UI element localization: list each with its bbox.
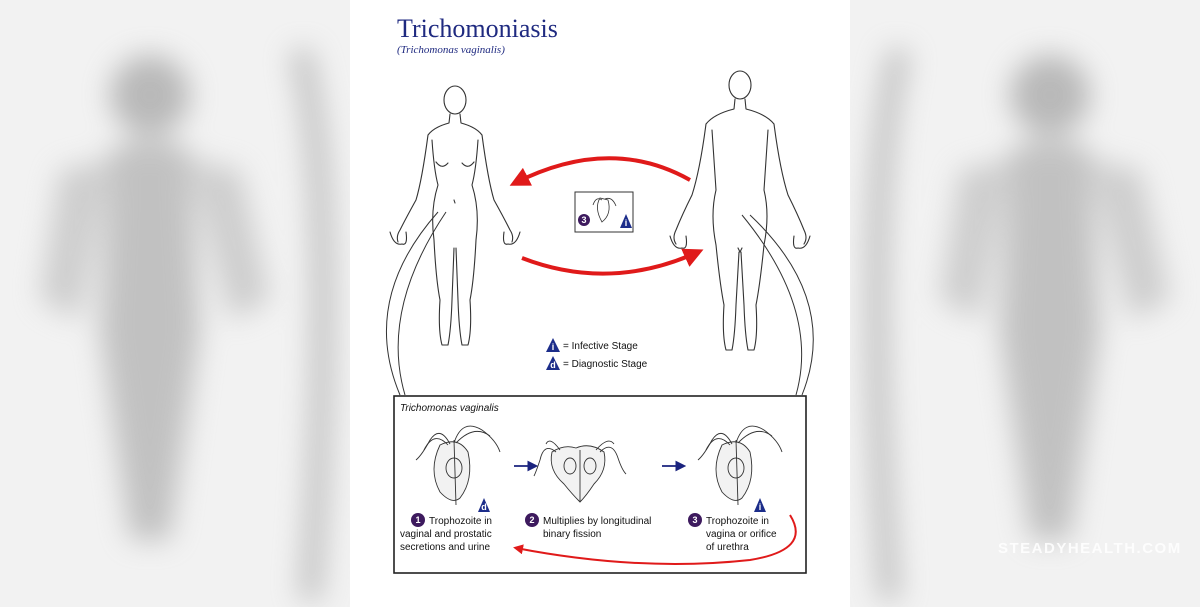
stage-3-number: 3 <box>692 515 697 525</box>
transmission-arrow-to-female <box>509 156 691 186</box>
stage-2-number-badge <box>525 513 539 527</box>
male-figure <box>669 70 811 351</box>
stage-2-number: 2 <box>529 515 534 525</box>
stage-1-label: 1 Trophozoite in vaginal and prostatic s… <box>400 513 492 553</box>
male-to-inset-line-outer <box>749 214 814 396</box>
legend-infective-symbol: i <box>552 342 555 352</box>
page-subtitle: (Trichomonas vaginalis) <box>397 44 505 56</box>
trophozoite-3-illustration <box>697 425 783 506</box>
stage-1-text-line2: vaginal and prostatic <box>400 529 492 540</box>
stage-number-badge <box>578 214 590 226</box>
trophozoite-1-illustration <box>415 425 501 506</box>
stage-1-number-badge <box>411 513 425 527</box>
stage-3-text-line3: of urethra <box>706 542 749 553</box>
stage-1-number: 1 <box>415 515 420 525</box>
inset-box <box>393 395 807 574</box>
stage-3-text-line1: Trophozoite in <box>706 516 769 527</box>
stage-3-text-line2: vagina or orifice <box>706 529 777 540</box>
legend: i = Infective Stage d = Diagnostic Stage <box>546 338 648 370</box>
legend-diagnostic-label: = Diagnostic Stage <box>563 359 648 370</box>
female-to-inset-line-inner <box>397 211 447 396</box>
stage-3-label: 3 Trophozoite in vagina or orifice of ur… <box>688 513 777 553</box>
stage-1-text-line3: secretions and urine <box>400 542 490 553</box>
return-cycle-arrow <box>513 514 797 565</box>
life-cycle-diagram: 3 i i = Infective Stage d = Diagnostic S… <box>385 70 814 574</box>
stage-2-text-line1: Multiplies by longitudinal <box>543 516 651 527</box>
stage-1-diagnostic-badge <box>478 498 490 512</box>
legend-infective-icon <box>546 338 560 352</box>
blurred-background-left <box>0 0 350 607</box>
legend-infective-label: = Infective Stage <box>563 341 638 352</box>
inset-label: Trichomonas vaginalis <box>400 403 499 414</box>
binary-fission-illustration <box>533 440 627 503</box>
female-figure <box>389 85 521 346</box>
page-title: Trichomoniasis <box>397 14 558 43</box>
female-to-inset-line-outer <box>385 211 439 396</box>
stage-1-text-line1: Trophozoite in <box>429 516 492 527</box>
stage-2-text-line2: binary fission <box>543 529 601 540</box>
center-stage-symbol: i <box>625 218 628 228</box>
legend-diagnostic-icon <box>546 356 560 370</box>
stage-3-symbol: i <box>759 502 762 512</box>
stage-2-label: 2 Multiplies by longitudinal binary fiss… <box>525 513 651 540</box>
watermark: STEADYHEALTH.COM <box>998 540 1182 557</box>
stage-1-symbol: d <box>481 502 487 512</box>
blurred-background-right <box>850 0 1200 607</box>
male-to-inset-line-inner <box>741 214 803 396</box>
stage-3-infective-badge <box>754 498 766 512</box>
transmission-arrow-to-male <box>521 248 704 276</box>
legend-diagnostic-symbol: d <box>550 360 556 370</box>
stage-3-number-badge <box>688 513 702 527</box>
infective-stage-badge <box>620 214 632 228</box>
diagram-panel: Trichomoniasis (Trichomonas vaginalis) <box>350 0 850 607</box>
transmission-stage-box: 3 i <box>574 191 634 233</box>
center-stage-number: 3 <box>581 215 586 225</box>
